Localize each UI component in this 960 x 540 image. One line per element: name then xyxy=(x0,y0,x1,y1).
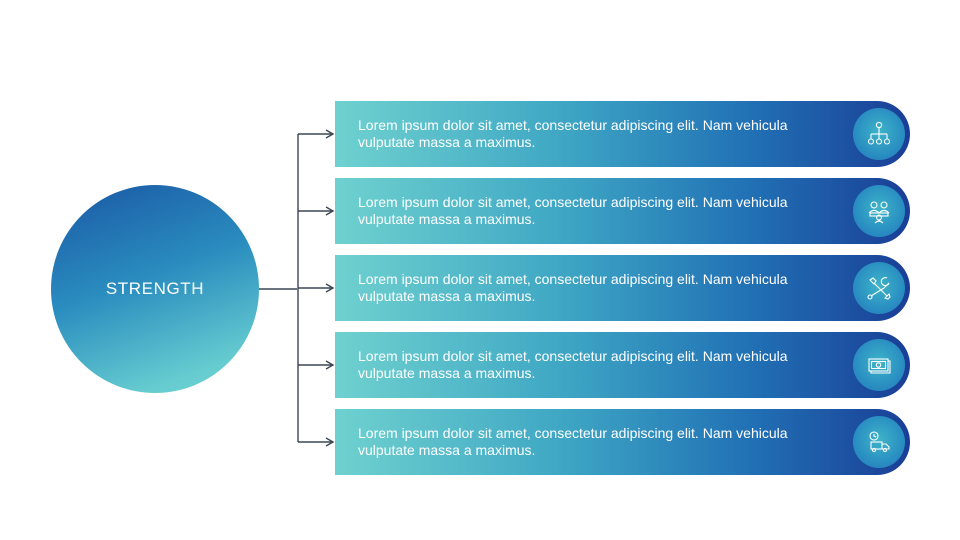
item-text-4: Lorem ipsum dolor sit amet, consectetur … xyxy=(358,348,788,381)
tools-icon xyxy=(853,262,905,314)
item-text-1: Lorem ipsum dolor sit amet, consectetur … xyxy=(358,117,788,150)
team-icon xyxy=(853,185,905,237)
item-text-3: Lorem ipsum dolor sit amet, consectetur … xyxy=(358,271,788,304)
item-text-2: Lorem ipsum dolor sit amet, consectetur … xyxy=(358,194,788,227)
item-bar-3: Lorem ipsum dolor sit amet, consectetur … xyxy=(335,255,910,321)
item-bar-5: Lorem ipsum dolor sit amet, consectetur … xyxy=(335,409,910,475)
center-label: STRENGTH xyxy=(105,279,205,298)
item-bar-2: Lorem ipsum dolor sit amet, consectetur … xyxy=(335,178,910,244)
hierarchy-icon xyxy=(853,108,905,160)
item-bar-1: Lorem ipsum dolor sit amet, consectetur … xyxy=(335,101,910,167)
delivery-time-icon xyxy=(853,416,905,468)
strength-circle: STRENGTH xyxy=(51,185,259,393)
item-bar-4: Lorem ipsum dolor sit amet, consectetur … xyxy=(335,332,910,398)
item-text-5: Lorem ipsum dolor sit amet, consectetur … xyxy=(358,425,788,458)
money-icon xyxy=(853,339,905,391)
